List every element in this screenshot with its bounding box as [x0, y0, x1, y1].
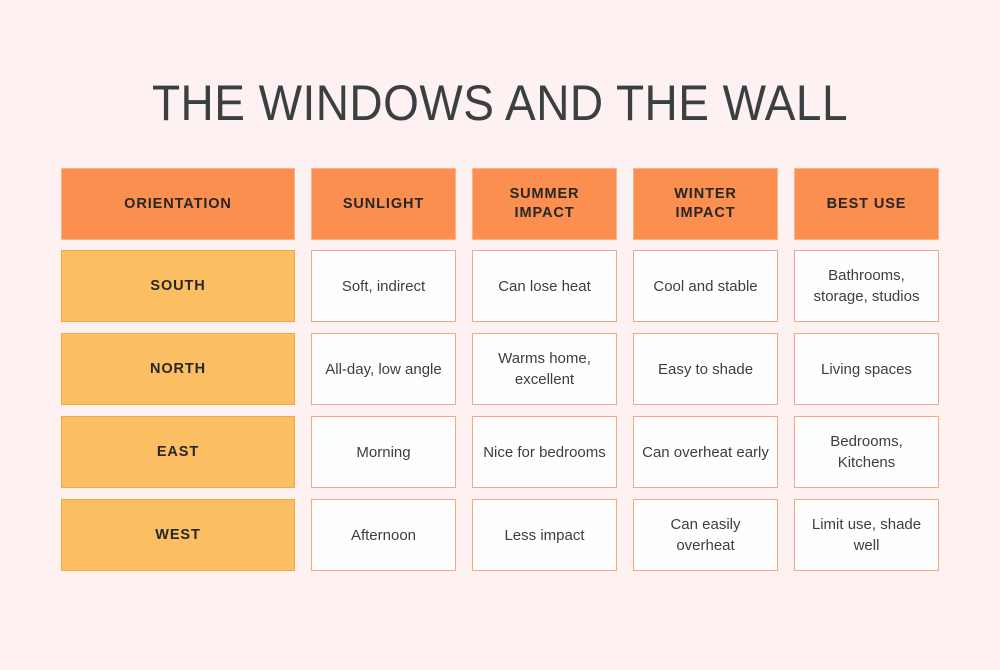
table-row: NORTH All-day, low angle Warms home, exc…: [61, 333, 939, 405]
table-row: WEST Afternoon Less impact Can easily ov…: [61, 499, 939, 571]
page-title: THE WINDOWS AND THE WALL: [151, 75, 848, 131]
cell-north-winter-impact: Easy to shade: [633, 333, 778, 405]
column-header-best-use: BEST USE: [794, 168, 939, 240]
column-header-orientation: ORIENTATION: [61, 168, 295, 240]
row-label-south: SOUTH: [61, 250, 295, 322]
table-header-row: ORIENTATION SUNLIGHT SUMMER IMPACT WINTE…: [61, 168, 939, 240]
cell-east-sunlight: Morning: [311, 416, 456, 488]
cell-east-summer-impact: Nice for bedrooms: [472, 416, 617, 488]
cell-north-best-use: Living spaces: [794, 333, 939, 405]
cell-west-best-use: Limit use, shade well: [794, 499, 939, 571]
table-row: SOUTH Soft, indirect Can lose heat Cool …: [61, 250, 939, 322]
column-header-sunlight: SUNLIGHT: [311, 168, 456, 240]
cell-south-winter-impact: Cool and stable: [633, 250, 778, 322]
row-label-east: EAST: [61, 416, 295, 488]
row-label-west: WEST: [61, 499, 295, 571]
cell-north-sunlight: All-day, low angle: [311, 333, 456, 405]
cell-north-summer-impact: Warms home, excellent: [472, 333, 617, 405]
row-label-north: NORTH: [61, 333, 295, 405]
table-row: EAST Morning Nice for bedrooms Can overh…: [61, 416, 939, 488]
cell-east-best-use: Bedrooms, Kitchens: [794, 416, 939, 488]
cell-south-sunlight: Soft, indirect: [311, 250, 456, 322]
cell-west-sunlight: Afternoon: [311, 499, 456, 571]
cell-south-summer-impact: Can lose heat: [472, 250, 617, 322]
cell-south-best-use: Bathrooms, storage, studios: [794, 250, 939, 322]
column-header-winter-impact: WINTER IMPACT: [633, 168, 778, 240]
column-header-summer-impact: SUMMER IMPACT: [472, 168, 617, 240]
cell-west-winter-impact: Can easily overheat: [633, 499, 778, 571]
comparison-table: ORIENTATION SUNLIGHT SUMMER IMPACT WINTE…: [61, 168, 939, 571]
cell-west-summer-impact: Less impact: [472, 499, 617, 571]
cell-east-winter-impact: Can overheat early: [633, 416, 778, 488]
